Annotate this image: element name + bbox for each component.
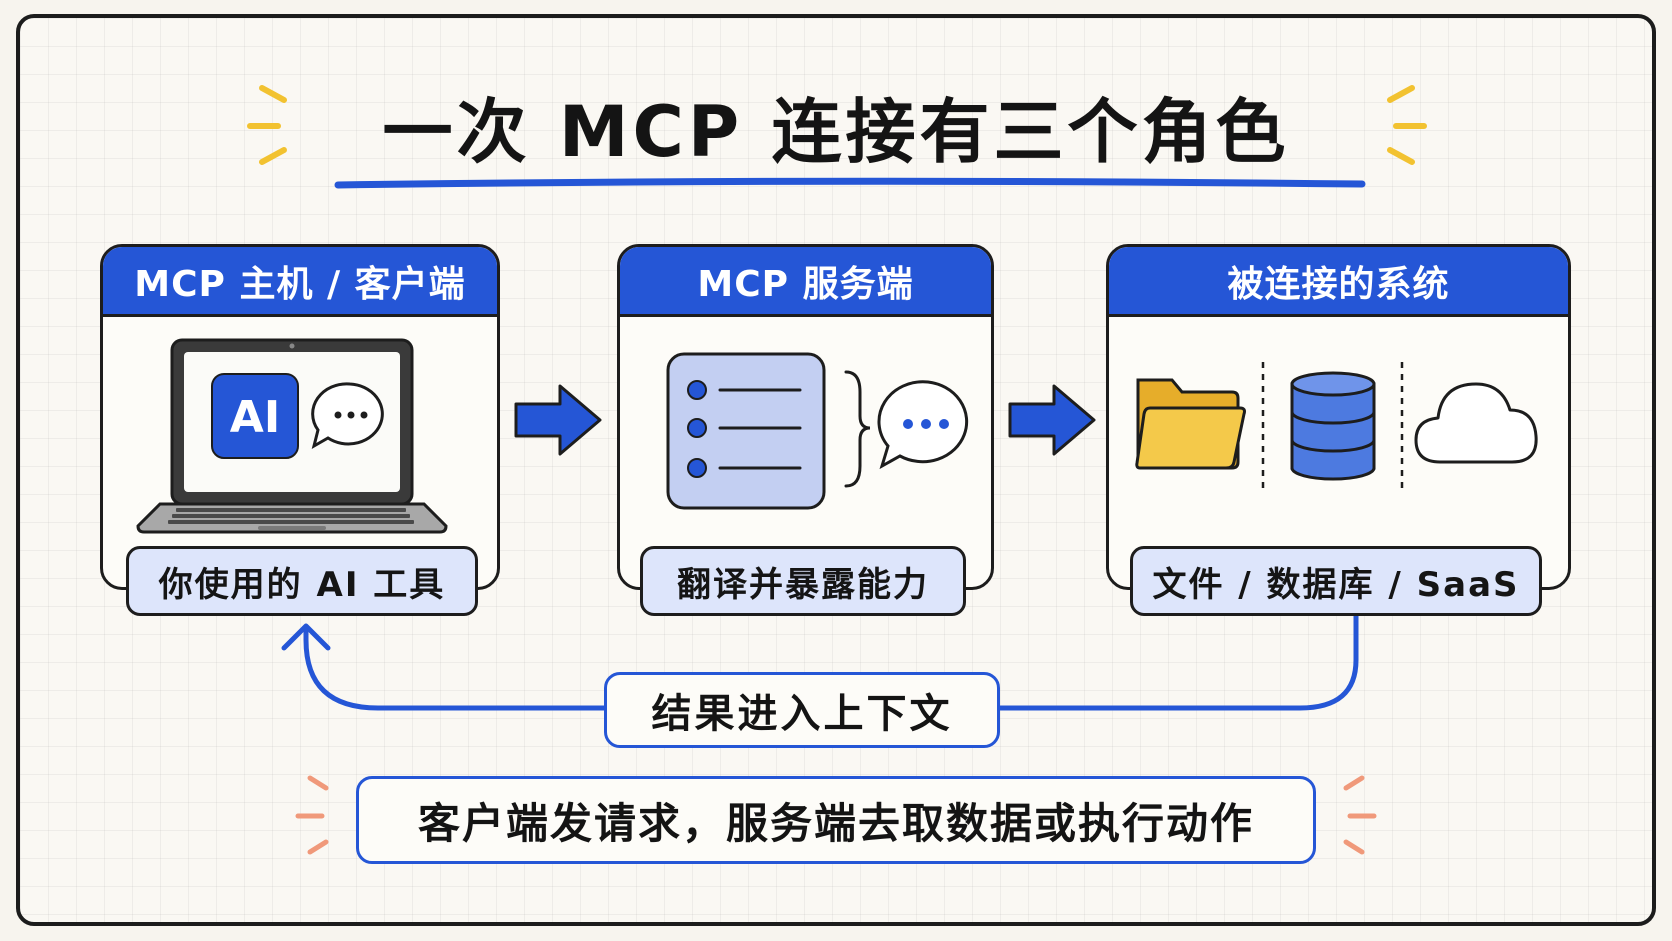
server-list-icon <box>666 352 826 510</box>
return-flow-pill: 结果进入上下文 <box>604 672 1000 748</box>
return-arrow-icon <box>303 629 607 711</box>
ai-badge-icon: AI <box>211 373 299 459</box>
cloud-icon <box>1414 382 1538 464</box>
arrowhead-up-icon <box>281 623 331 651</box>
chat-bubble-icon <box>311 382 384 450</box>
card-server-label: 翻译并暴露能力 <box>640 546 966 616</box>
diagram-title: 一次 MCP 连接有三个角色 <box>382 91 1290 173</box>
yellow-spark-right-icon <box>1387 85 1427 165</box>
return-arrow-icon <box>997 609 1359 711</box>
brace-icon <box>844 370 871 488</box>
orange-spark-left-icon <box>295 775 329 855</box>
card-host-client-label: 你使用的 AI 工具 <box>126 546 478 616</box>
card-connected-system-label: 文件 / 数据库 / SaaS <box>1130 546 1542 616</box>
title-underline <box>334 177 1366 189</box>
arrow-right-icon <box>1008 384 1096 456</box>
card-server-header: MCP 服务端 <box>620 247 991 317</box>
folder-icon <box>1135 378 1246 470</box>
database-icon <box>1290 371 1376 481</box>
ai-badge-text: AI <box>230 392 280 443</box>
yellow-spark-left-icon <box>247 85 287 165</box>
card-host-client-header: MCP 主机 / 客户端 <box>103 247 497 317</box>
card-connected-system-header: 被连接的系统 <box>1109 247 1568 317</box>
arrow-right-icon <box>514 384 602 456</box>
orange-spark-right-icon <box>1343 775 1377 855</box>
summary-box: 客户端发请求，服务端去取数据或执行动作 <box>356 776 1316 864</box>
chat-bubble-icon <box>877 380 969 470</box>
